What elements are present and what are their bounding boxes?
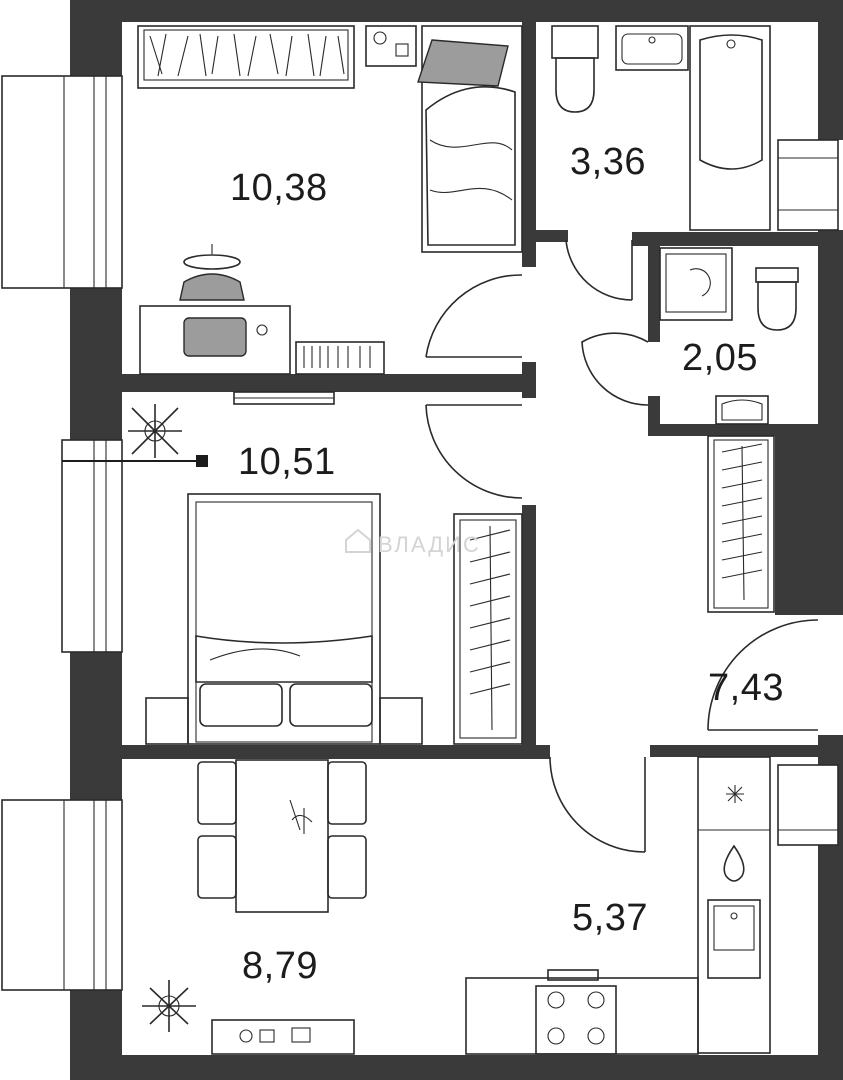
toilet-fixtures: [659, 247, 799, 425]
desk: [139, 244, 291, 375]
area-label-hallway: 7,43: [708, 667, 784, 709]
kitchen-units: [465, 756, 771, 1055]
watermark-text: ВЛАДИС: [378, 532, 481, 557]
windows: [1, 75, 839, 991]
plant-living: [142, 980, 196, 1032]
area-label-living: 8,79: [242, 945, 318, 987]
doors: [425, 239, 819, 853]
wardrobe-top: [137, 25, 355, 89]
bedroom-furniture: [128, 391, 523, 745]
area-label-kitchen: 5,37: [572, 897, 648, 939]
area-label-toilet: 2,05: [682, 337, 758, 379]
area-label-bedroom: 10,51: [238, 441, 336, 483]
room-labels: 10,38 3,36 2,05 10,51 7,43 5,37 8,79: [230, 141, 784, 987]
area-label-bathroom: 3,36: [570, 141, 646, 183]
measure-marker: [62, 455, 208, 467]
tv-stand: [211, 1019, 355, 1055]
area-label-bedroom-top: 10,38: [230, 167, 328, 209]
bathroom-fixtures: [551, 25, 771, 231]
bed-single: [417, 25, 523, 253]
bookshelf-top: [295, 341, 385, 375]
watermark: ВЛАДИС: [345, 528, 481, 557]
nightstand-top: [365, 25, 417, 67]
dining: [197, 759, 367, 913]
wardrobe-hall: [707, 435, 775, 613]
